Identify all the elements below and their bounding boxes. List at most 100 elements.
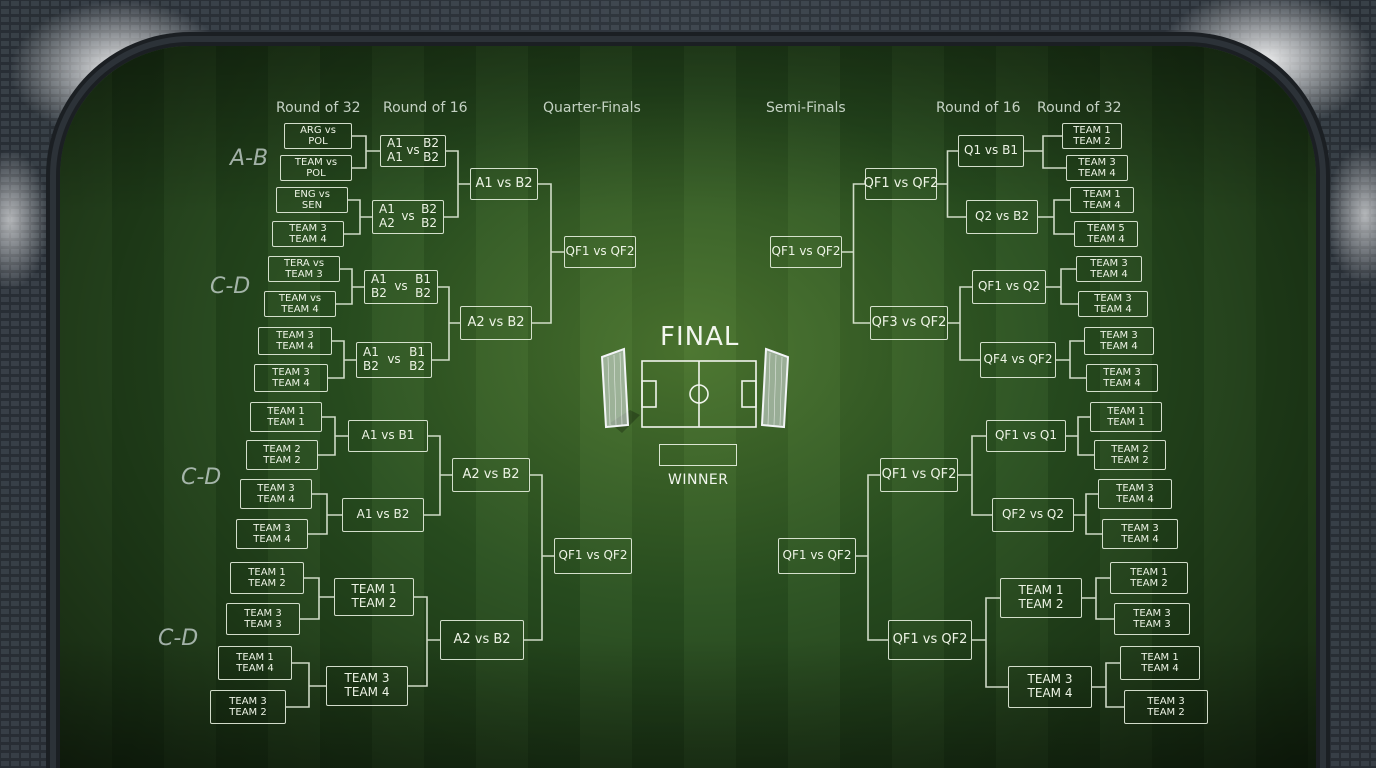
team-label: TEAM 4 bbox=[1121, 534, 1159, 545]
header-semi-finals: Semi-Finals bbox=[766, 100, 846, 116]
match-label: QF1 vs QF2 bbox=[558, 548, 628, 563]
match-label: QF4 vs QF2 bbox=[983, 352, 1053, 367]
seed-label: B2 bbox=[363, 359, 379, 373]
team-label: TEAM 4 bbox=[272, 378, 310, 389]
bracket-connector-25 bbox=[958, 435, 992, 516]
left-sf-match-1: QF1 vs QF2 bbox=[564, 236, 636, 268]
match-label: A1 vs B2 bbox=[475, 175, 533, 191]
team-label: TEAM 3 bbox=[1121, 522, 1159, 534]
team-label: TEAM 1 bbox=[267, 417, 305, 428]
right-qf-match-2: QF3 vs QF2 bbox=[870, 306, 948, 340]
team-label: TEAM 4 bbox=[257, 494, 295, 505]
team-label: TEAM 5 bbox=[1087, 222, 1125, 234]
match-label: QF1 vs QF2 bbox=[892, 631, 968, 647]
team-label: TEAM 4 bbox=[1100, 341, 1138, 352]
right-qf-match-1: QF1 vs QF2 bbox=[863, 168, 939, 200]
bracket-connector-21 bbox=[1082, 577, 1114, 620]
right-qf-match-3: QF1 vs QF2 bbox=[880, 458, 958, 492]
team-label: TEAM 3 bbox=[276, 329, 314, 341]
team-label: TEAM 4 bbox=[1078, 168, 1116, 179]
team-label: TEAM 4 bbox=[1103, 378, 1141, 389]
match-label: QF1 vs QF2 bbox=[863, 175, 939, 191]
goal-right-icon bbox=[760, 347, 790, 429]
bracket-connector-16 bbox=[1038, 199, 1074, 235]
football-pitch bbox=[60, 46, 1316, 768]
group-label-c-d: C-D bbox=[210, 274, 251, 299]
team-label: TEAM 4 bbox=[344, 685, 390, 699]
vs-label: vs bbox=[394, 279, 408, 294]
header-left-round-of-32: Round of 32 bbox=[276, 100, 361, 116]
seed-label: B2 bbox=[423, 136, 439, 151]
team-label: TEAM 1 bbox=[351, 582, 397, 597]
match-label: QF1 vs Q1 bbox=[994, 428, 1058, 443]
team-label: TEAM 4 bbox=[276, 341, 314, 352]
bracket-connector-22 bbox=[1092, 662, 1124, 708]
team-label: TEAM 2 bbox=[1130, 578, 1168, 589]
left-qf-match-3: A2 vs B2 bbox=[452, 458, 530, 492]
team-label: TEAM 3 bbox=[289, 222, 327, 234]
team-label: TEAM 3 bbox=[1133, 607, 1171, 619]
bracket-connector-27 bbox=[842, 183, 870, 324]
team-label: TEAM 4 bbox=[289, 234, 327, 245]
team-label: TEAM 2 bbox=[248, 578, 286, 589]
team-label: TEAM 4 bbox=[236, 663, 274, 674]
right-sf-match-2: QF1 vs QF2 bbox=[778, 538, 856, 574]
header-right-round-of-16: Round of 16 bbox=[936, 100, 1021, 116]
bracket-connector-11 bbox=[424, 435, 452, 516]
team-label: TEAM 3 bbox=[1103, 366, 1141, 378]
seed-label: B1 bbox=[415, 272, 431, 287]
bracket-connector-5 bbox=[318, 416, 348, 456]
match-label: QF3 vs QF2 bbox=[871, 314, 947, 330]
bracket-connector-6 bbox=[308, 493, 342, 535]
seed-label: A1 bbox=[371, 272, 387, 287]
team-label: TEAM 3 bbox=[257, 482, 295, 494]
team-label: TEAM 3 bbox=[1100, 329, 1138, 341]
seed-label: B2 bbox=[415, 286, 431, 300]
vs-label: vs bbox=[401, 209, 415, 224]
goal-left-icon bbox=[600, 347, 630, 429]
team-label: TEAM 4 bbox=[1087, 234, 1125, 245]
team-label: TEAM 4 bbox=[1083, 200, 1121, 211]
right-r16-match-3: QF1 vs Q2 bbox=[972, 270, 1046, 304]
team-label: TEAM 1 bbox=[1073, 124, 1111, 136]
bracket-connector-8 bbox=[286, 662, 326, 708]
team-label: ARG vs bbox=[300, 124, 336, 136]
seed-label: B2 bbox=[423, 150, 439, 164]
vs-label: vs bbox=[406, 143, 420, 158]
left-qf-match-1: A1 vs B2 bbox=[470, 168, 538, 200]
team-label: TEAM 4 bbox=[1094, 304, 1132, 315]
team-label: POL bbox=[306, 168, 326, 179]
seed-label: A1 bbox=[379, 202, 395, 217]
seed-label: B2 bbox=[421, 202, 437, 217]
team-label: TEAM 2 bbox=[1111, 455, 1149, 466]
right-r16-match-5: QF1 vs Q1 bbox=[986, 420, 1066, 452]
match-label: A2 vs B2 bbox=[462, 466, 520, 482]
winner-box bbox=[659, 444, 737, 466]
team-label: TEAM 3 bbox=[244, 607, 282, 619]
team-label: TEAM 2 bbox=[1147, 707, 1185, 718]
vs-label: vs bbox=[387, 352, 401, 367]
bracket-connector-10 bbox=[432, 286, 460, 361]
seed-label: A1 bbox=[387, 136, 403, 151]
pitch-markings-icon bbox=[641, 360, 757, 428]
header-right-round-of-32: Round of 32 bbox=[1037, 100, 1122, 116]
